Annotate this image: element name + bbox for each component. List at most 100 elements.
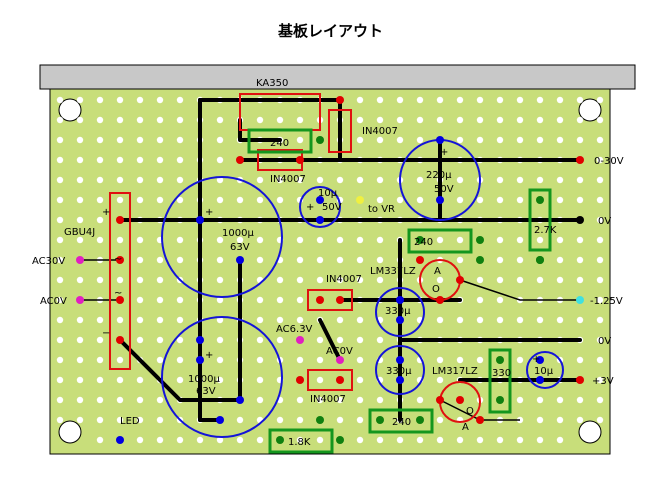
hole xyxy=(556,176,564,184)
label-3v: +3V xyxy=(592,376,614,387)
label-240-top: 240 xyxy=(270,138,289,149)
hole xyxy=(376,276,384,284)
hole xyxy=(116,416,124,424)
hole xyxy=(336,336,344,344)
hole xyxy=(516,356,524,364)
hole xyxy=(556,136,564,144)
pad xyxy=(316,196,324,204)
hole xyxy=(176,376,184,384)
hole xyxy=(136,96,144,104)
hole xyxy=(436,436,444,444)
hole xyxy=(96,116,104,124)
hole xyxy=(576,136,584,144)
hole xyxy=(196,436,204,444)
hole xyxy=(176,256,184,264)
res-2-7k xyxy=(528,188,552,252)
hole xyxy=(296,176,304,184)
hole xyxy=(96,376,104,384)
hole xyxy=(96,136,104,144)
hole xyxy=(56,116,64,124)
hole xyxy=(296,236,304,244)
label-c330-b: 330μ xyxy=(386,366,412,377)
hole xyxy=(216,276,224,284)
hole xyxy=(116,196,124,204)
hole xyxy=(476,96,484,104)
label-o1: O xyxy=(432,284,440,295)
hole xyxy=(176,136,184,144)
hole xyxy=(76,176,84,184)
hole xyxy=(176,96,184,104)
pad xyxy=(316,136,324,144)
hole xyxy=(496,296,504,304)
label-m125v: -1.25V xyxy=(590,296,623,307)
label-c1000-bot: 1000μ xyxy=(188,374,220,385)
hole xyxy=(596,336,604,344)
pad xyxy=(336,96,344,104)
res-240-top xyxy=(247,128,313,154)
hole xyxy=(136,276,144,284)
hole xyxy=(536,116,544,124)
hole xyxy=(96,196,104,204)
label-gbu4j: GBU4J xyxy=(64,227,95,238)
hole xyxy=(76,396,84,404)
hole xyxy=(276,196,284,204)
hole xyxy=(436,276,444,284)
hole xyxy=(596,96,604,104)
hole xyxy=(316,236,324,244)
pad xyxy=(116,336,124,344)
hole xyxy=(56,396,64,404)
hole xyxy=(356,416,364,424)
hole xyxy=(216,156,224,164)
hole xyxy=(356,256,364,264)
hole xyxy=(136,116,144,124)
hole xyxy=(236,196,244,204)
hole xyxy=(496,436,504,444)
label-plus-gbu: + xyxy=(102,207,110,218)
hole xyxy=(236,436,244,444)
pad xyxy=(476,256,484,264)
hole xyxy=(96,316,104,324)
hole xyxy=(376,116,384,124)
hole xyxy=(256,296,264,304)
hole xyxy=(96,276,104,284)
hole xyxy=(276,336,284,344)
pad xyxy=(336,436,344,444)
hole xyxy=(216,176,224,184)
pad xyxy=(116,296,124,304)
hole xyxy=(216,256,224,264)
hole xyxy=(576,256,584,264)
trace-ac0v-diag xyxy=(318,318,342,362)
hole xyxy=(576,356,584,364)
hole xyxy=(596,256,604,264)
hole xyxy=(556,396,564,404)
hole xyxy=(556,316,564,324)
hole xyxy=(556,256,564,264)
res-240-bottom xyxy=(368,408,434,434)
pad xyxy=(436,136,444,144)
hole xyxy=(336,256,344,264)
pad xyxy=(196,216,204,224)
hole xyxy=(436,376,444,384)
hole xyxy=(216,436,224,444)
pad xyxy=(196,336,204,344)
hole xyxy=(336,316,344,324)
hole xyxy=(376,96,384,104)
hole xyxy=(356,136,364,144)
hole xyxy=(376,196,384,204)
hole xyxy=(56,236,64,244)
hole xyxy=(136,136,144,144)
hole xyxy=(156,296,164,304)
hole xyxy=(216,376,224,384)
hole xyxy=(516,396,524,404)
hole xyxy=(136,316,144,324)
hole xyxy=(316,336,324,344)
hole xyxy=(216,236,224,244)
hole xyxy=(516,436,524,444)
pad xyxy=(496,356,504,364)
label-plus-c1000-bot: + xyxy=(205,350,213,361)
hole xyxy=(136,376,144,384)
trace-bridge-minus xyxy=(118,338,242,402)
hole xyxy=(496,96,504,104)
hole xyxy=(356,376,364,384)
hole xyxy=(136,156,144,164)
